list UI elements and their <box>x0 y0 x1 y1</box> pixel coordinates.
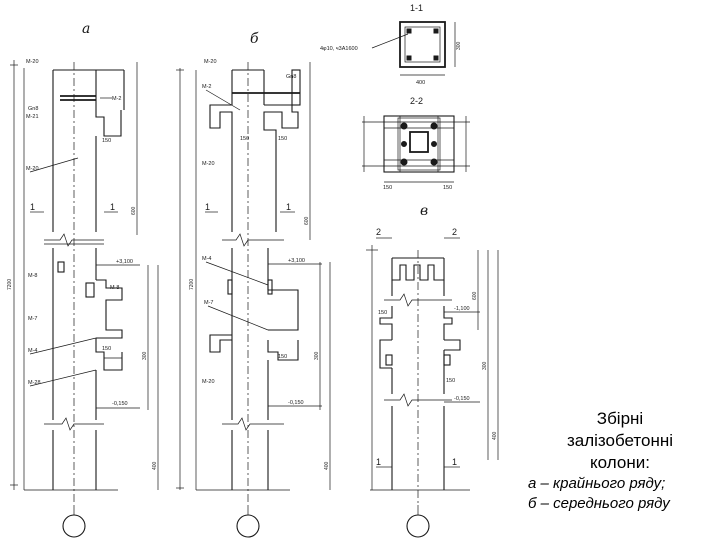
lbl-m20-b3: М-20 <box>202 379 215 385</box>
d150-v: 150 <box>446 378 455 384</box>
lbl-m20-a: М-20 <box>26 59 39 65</box>
sec2-dim-150: 150 <box>383 185 392 191</box>
lbl-m7-a: М-7 <box>28 316 37 322</box>
sec-dim-300: 300 <box>456 41 462 50</box>
d600-b: 600 <box>304 216 310 225</box>
d400-v: 400 <box>492 431 498 440</box>
section-mark-b-right: 1 <box>286 202 291 212</box>
d300-a: 300 <box>142 351 148 360</box>
lbl-m2-b: М-2 <box>202 84 211 90</box>
d150-b3: 150 <box>278 354 287 360</box>
el-zero-v: -0,150 <box>454 396 470 402</box>
lbl-m2-a: М-2 <box>112 96 121 102</box>
sec2-dim-150b: 150 <box>443 185 452 191</box>
caption-title-1: Збірні <box>596 409 644 428</box>
axis-bubble-v <box>406 514 430 538</box>
lbl-m4-a: М-4 <box>28 348 37 354</box>
d150-b2: 150 <box>278 136 287 142</box>
caption-line-b: б – середнього ряду <box>528 495 670 512</box>
lbl-gn-b: Gn8 <box>286 74 296 80</box>
section-mark-b-left: 1 <box>205 202 210 212</box>
lbl-m8-a: М-8 <box>28 273 37 279</box>
section-mark-v-br: 1 <box>452 457 457 467</box>
lbl-gn-a: Gn8 <box>28 106 38 112</box>
section-mark-a-right: 1 <box>110 202 115 212</box>
axis-bubble-a <box>62 514 86 538</box>
lbl-m28-a: М-28 <box>28 380 41 386</box>
lbl-m4-b: М-4 <box>202 256 211 262</box>
d400-a: 400 <box>152 461 158 470</box>
section-mark-v-left: 2 <box>376 227 381 237</box>
label-v: в <box>420 203 428 219</box>
column-b: 7200 1 1 М-20 Gn8 <box>176 59 331 538</box>
d150-b: 150 <box>240 136 249 142</box>
el-top-v: -1,100 <box>454 306 470 312</box>
lbl-m7-b: М-7 <box>204 300 213 306</box>
lbl-m20-b2: М-20 <box>202 161 215 167</box>
lbl-m21-a: М-21 <box>26 114 39 120</box>
section-mark-a-left: 1 <box>30 202 35 212</box>
caption-title-3: колони: <box>590 453 650 472</box>
section-mark-v-right: 2 <box>452 227 457 237</box>
dim-7200-b: 7200 <box>189 279 195 290</box>
sec-note: 4φ10, ч3А1600 <box>320 46 358 52</box>
lbl-m20-a2: М-20 <box>26 166 39 172</box>
section-2-2-title: 2-2 <box>410 96 423 106</box>
axis-bubble-b <box>236 514 260 538</box>
section-2-2: 2-2 150 150 <box>362 96 470 191</box>
d600-v: 600 <box>472 291 478 300</box>
el-zero-b: -0,150 <box>288 400 304 406</box>
section-mark-v-bl: 1 <box>376 457 381 467</box>
d300-b: 300 <box>314 351 320 360</box>
dim-7200-a: 7200 <box>7 279 13 290</box>
section-1-1-title: 1-1 <box>410 3 423 13</box>
lbl-m8b-a: М-8 <box>110 285 119 291</box>
label-a: а <box>82 21 90 37</box>
lbl-m20-b: М-20 <box>204 59 217 65</box>
section-1-1: 1-1 4φ10, ч3А1600 400 300 <box>320 3 462 86</box>
column-a: 7200 1 <box>7 59 159 538</box>
d150-v2: 150 <box>378 310 387 316</box>
label-b: б <box>250 31 259 47</box>
column-v: 2 2 1 1 -1,100 -0,150 150 1 <box>366 227 499 538</box>
sec-dim-400: 400 <box>416 80 425 86</box>
caption-title-2: залізобетонні <box>566 431 674 450</box>
caption: Збірні залізобетонні колони: а – крайньо… <box>520 408 720 514</box>
d400-b: 400 <box>324 461 330 470</box>
caption-line-a: а – крайнього ряду; <box>528 475 666 492</box>
d150-a: 150 <box>102 138 111 144</box>
el-top-b: +3,100 <box>288 258 305 264</box>
d300-v: 300 <box>482 361 488 370</box>
el-top-a: +3,100 <box>116 259 133 265</box>
d150-a2: 150 <box>102 346 111 352</box>
el-zero-a: -0,150 <box>112 401 128 407</box>
d600-a: 600 <box>131 206 137 215</box>
